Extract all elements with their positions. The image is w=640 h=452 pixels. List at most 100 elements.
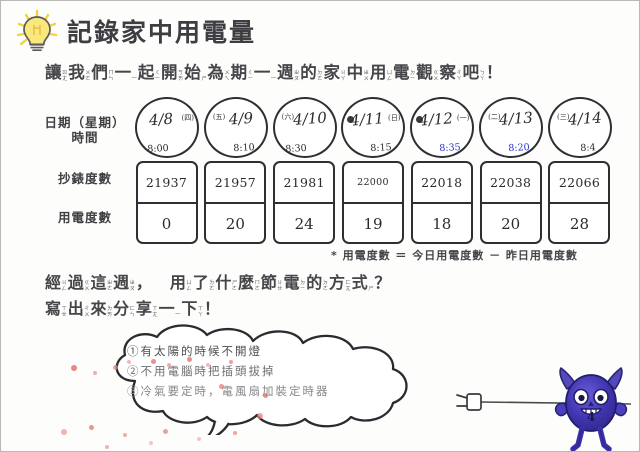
ruby-base: 週 [277,63,294,82]
ruby-char: 始ㄕ [184,59,206,83]
bopomofo-annotation: ㄇ ㄣ [108,70,114,82]
ruby-base: 為 [207,63,224,82]
time-value: 8:20 [508,142,531,155]
meter-reading-cell[interactable]: 22066 [550,163,609,204]
cloud-answer-line: ①有太陽的時候不開燈 [127,344,262,358]
usage-value-cell[interactable]: 20 [225,214,245,233]
ruby-base: 讓 [45,63,62,82]
usage-value-cell[interactable]: 28 [569,214,590,233]
ruby-char: 的ㄉ ㄜ [300,59,322,83]
usage-value-cell[interactable]: 19 [363,214,383,233]
ruby-char: 觀ㄍ ㄨ [416,59,438,83]
bopomofo-annotation: ㄖ ㄤ [62,70,68,82]
reading-cell-group: 22000 19 [341,161,404,244]
time-value: 8:30 [284,142,307,156]
bopomofo-annotation: ㄩ ㄥ [186,280,192,292]
bopomofo-annotation: ㄇ ㄜ [254,280,260,292]
bopomofo-annotation: ㄅ ㄚ [479,70,485,82]
ruby-base: 起 [137,63,155,82]
meter-reading-cell[interactable]: 22018 [412,163,471,204]
time-value: 8:15 [370,142,393,155]
ruby-char: 來ㄌ ㄞ [90,295,112,319]
circle-marker-dot [416,116,424,123]
ruby-base: 週 [113,273,130,292]
ruby-char: 下ㄒ ㄚ [181,295,203,319]
ruby-char: 讓ㄖ ㄤ [45,59,67,83]
meter-reading-cell[interactable]: 21937 [137,163,196,204]
weekday-label: (五) [212,113,226,121]
ruby-base: 一 [114,63,132,82]
bopomofo-annotation: ㄓ ㄨ [363,70,369,82]
ruby-base: 電 [283,273,300,292]
ruby-base: 過 [67,273,84,292]
ruby-char: 用ㄩ ㄥ [170,269,192,293]
date-value: 4/11 [350,109,385,130]
monster-belly-mark: 4 [587,410,595,424]
ruby-base: 的 [300,63,317,82]
ruby-char: 吧ㄅ ㄚ [463,59,485,83]
row-label-usage: 用電度數 [57,210,112,225]
ruby-base: 中 [346,63,364,82]
ruby-base: 開 [161,63,178,82]
bopomofo-annotation: ㄒ ㄝ [61,306,67,318]
ruby-base: 始 [184,63,201,82]
ruby-char: 節ㄐ ㄝ [261,269,283,293]
bopomofo-annotation: ㄐ ㄥ [61,280,67,292]
ruby-char: 中ㄓ ㄨ [347,59,369,83]
ruby-base: 觀 [416,63,433,82]
usage-value-cell[interactable]: 20 [501,214,521,233]
ruby-char: 一一 [254,59,276,83]
ruby-base: 的 [306,273,323,292]
ruby-char: 了ㄌ ㄜ [193,269,215,293]
bopomofo-annotation: 一 [131,75,137,82]
reading-cell-group: 22066 28 [548,161,611,244]
usage-value-cell[interactable]: 24 [294,214,314,233]
bopomofo-annotation: ㄉ ㄧ [300,280,306,292]
usage-value-cell[interactable]: 0 [161,214,172,233]
ruby-char: 享ㄒ ㄤ [136,295,158,319]
bopomofo-annotation: ㄈ ㄤ [345,280,351,292]
usage-value-cell[interactable]: 18 [432,214,452,233]
ruby-char: 期ㄑ ㄧ [231,59,253,83]
ruby-char: 察ㄔ ㄚ [439,59,461,83]
bopomofo-annotation: 一 [175,311,181,318]
weekday-label: (六) [281,113,295,121]
bopomofo-annotation: ㄍ ㄨ [84,280,90,292]
meter-reading-cell[interactable]: 21981 [275,163,334,204]
ruby-char: 這ㄓ ㄜ [90,269,112,293]
ruby-base: 下 [181,299,198,318]
ruby-char: 起ㄑ ㄧ [138,59,160,83]
reflection-question: 經ㄐ ㄥ過ㄍ ㄨ這ㄓ ㄜ週ㄓ ㄡ， 用ㄩ ㄥ了ㄌ ㄜ什ㄕ ㄜ麼ㄇ ㄜ節ㄐ ㄝ電ㄉ… [45,269,605,321]
meter-reading-cell[interactable]: 21957 [206,163,265,204]
text-char: ！ [485,63,503,82]
ruby-base: 我 [68,63,85,82]
bopomofo-annotation: 一 [270,75,277,82]
date-value: 4/14 [567,108,603,129]
bopomofo-annotation: ㄕ ㄜ [231,280,238,292]
meter-reading-cell[interactable]: 22000 [343,163,402,204]
bopomofo-annotation: ㄨ ㄜ [85,70,91,82]
bopomofo-annotation: ㄉ ㄜ [317,70,323,82]
meter-reading-cell[interactable]: 22038 [481,163,540,204]
ruby-base: 式 [351,273,368,292]
ruby-base: 這 [90,273,107,292]
ruby-char: 方ㄈ ㄤ [329,269,351,293]
bopomofo-annotation: ㄎ ㄞ [178,70,184,82]
ruby-char: 家ㄐ ㄚ [323,59,345,83]
bopomofo-annotation: ㄒ ㄚ [197,306,204,318]
bopomofo-annotation: ㄒ ㄤ [152,306,158,318]
ruby-base: 電 [393,63,410,82]
bopomofo-annotation: ㄑ ㄧ [154,70,161,82]
ruby-char: 電ㄉ ㄧ [393,59,415,83]
